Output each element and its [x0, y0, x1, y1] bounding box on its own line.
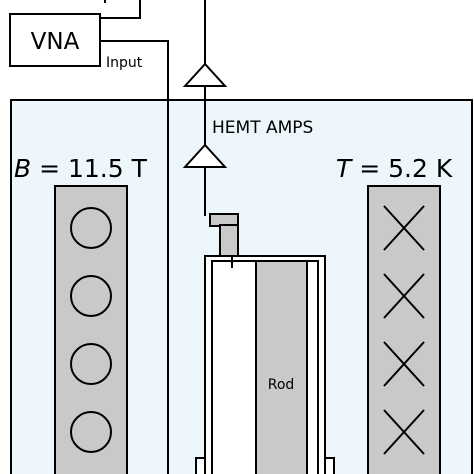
input-port-label: Input	[106, 55, 143, 71]
hemt-amplifier-upper	[182, 62, 228, 87]
cavity-foot-right	[324, 457, 335, 474]
cavity-foot-left	[195, 457, 206, 474]
tuning-rod	[255, 260, 308, 474]
coil-circle-4	[70, 411, 112, 453]
magnetic-field-label: B = 11.5 T	[14, 154, 148, 183]
rod-label: Rod	[268, 377, 295, 393]
vna-box	[9, 13, 101, 67]
hemt-amplifier-lower	[182, 143, 228, 168]
temperature-label: T = 5.2 K	[336, 154, 453, 183]
coil-cross-4	[383, 409, 425, 455]
input-cable	[100, 40, 169, 474]
antenna-connector-body	[219, 224, 239, 257]
vna-output-cable	[100, 0, 141, 19]
coil-cross-2	[383, 273, 425, 319]
coil-circle-1	[70, 207, 112, 249]
coil-circle-2	[70, 275, 112, 317]
coil-cross-3	[383, 341, 425, 387]
magnet-coil-column-return	[367, 185, 441, 474]
coil-windings-in	[383, 205, 425, 455]
magnet-coil-column	[54, 185, 128, 474]
coil-windings-out	[70, 207, 112, 453]
coil-circle-3	[70, 343, 112, 385]
top-wiring	[100, 0, 206, 474]
coil-cross-1	[383, 205, 425, 251]
vna-label: VNA	[31, 29, 80, 55]
hemt-amps-label: HEMT AMPS	[212, 118, 313, 138]
